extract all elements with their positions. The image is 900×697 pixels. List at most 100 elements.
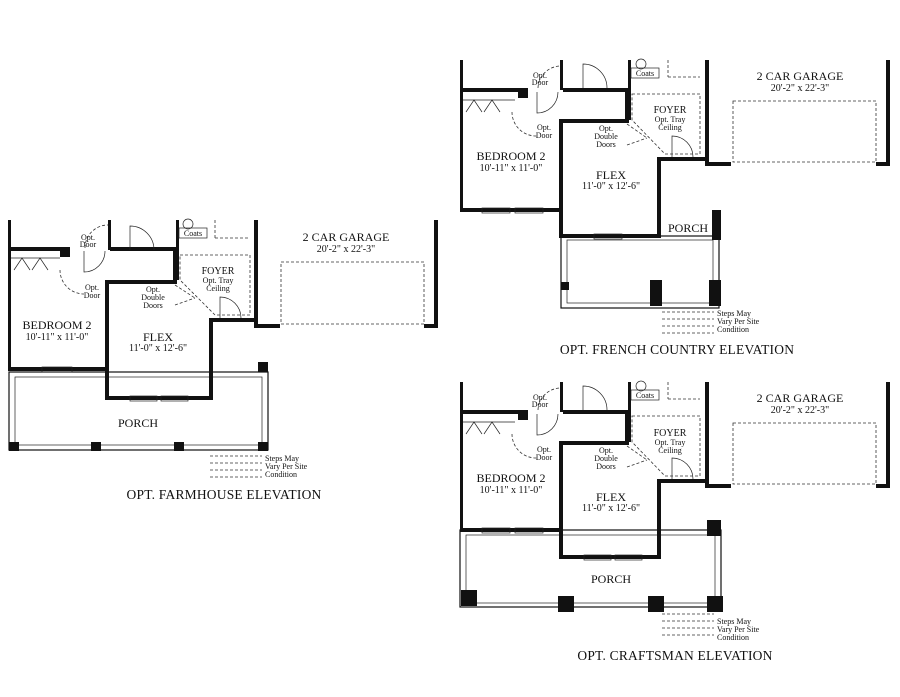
window — [593, 233, 623, 240]
flex-label: FLEX — [143, 330, 173, 344]
door-swing — [537, 387, 561, 411]
porch-steps — [662, 311, 714, 334]
door-swing — [536, 413, 559, 436]
bedroom-label: BEDROOM 2 — [476, 471, 545, 485]
flex-label: FLEX — [596, 490, 626, 504]
steps-note: Steps May — [265, 454, 299, 463]
flex-dimension: 11'-0" x 12'-6" — [582, 503, 640, 514]
porch-steps — [210, 455, 262, 478]
bedroom-dimension: 10'-11" x 11'-0" — [480, 163, 543, 174]
opt-door-note: Door — [80, 240, 97, 249]
porch-post — [707, 596, 723, 612]
closet-door-swing — [13, 257, 49, 271]
wall — [560, 60, 563, 90]
wall — [625, 410, 629, 444]
garage-door-outline — [732, 100, 877, 163]
wall — [705, 382, 709, 488]
garage-door-outline — [280, 261, 425, 325]
craftsman-caption: OPT. CRAFTSMAN ELEVATION — [577, 648, 772, 663]
window — [583, 554, 612, 561]
opt-door-note: Opt. — [537, 123, 551, 132]
coats-closet — [630, 389, 660, 401]
porch-post — [709, 280, 721, 306]
wall — [705, 162, 731, 166]
wall — [460, 410, 520, 414]
door-swing — [511, 111, 538, 137]
garage-label: 2 CAR GARAGE — [757, 69, 844, 83]
wall — [254, 324, 280, 328]
porch-post — [9, 442, 19, 451]
window — [129, 395, 158, 402]
porch-post — [174, 442, 184, 451]
window — [481, 527, 511, 534]
door-swing — [537, 65, 561, 89]
door-swing — [84, 224, 109, 249]
wall — [60, 247, 70, 257]
toilet-icon — [635, 380, 647, 392]
wall — [460, 528, 562, 532]
foyer-label: FOYER — [202, 266, 235, 277]
porch-outline — [8, 371, 269, 451]
wall — [657, 479, 707, 483]
porch-steps — [662, 613, 714, 636]
wall — [8, 247, 68, 251]
bedroom-dimension: 10'-11" x 11'-0" — [26, 332, 89, 343]
farmhouse-plan: 2 CAR GARAGE 20'-2" x 22'-3" BEDROOM 2 1… — [8, 218, 438, 502]
porch-post — [258, 442, 268, 451]
wall — [705, 484, 731, 488]
steps-note: Vary Per Site — [717, 625, 760, 634]
wall — [559, 119, 629, 123]
wall — [209, 318, 213, 400]
door-swing — [671, 457, 694, 480]
door-swing — [582, 63, 608, 89]
bedroom-label: BEDROOM 2 — [22, 318, 91, 332]
porch-outline — [459, 529, 722, 608]
door-swing — [219, 296, 242, 319]
garage-dimension: 20'-2" x 22'-3" — [771, 405, 829, 416]
wall — [460, 382, 463, 532]
double-doors-note: Doors — [596, 462, 616, 471]
french-country-plan: 2 CAR GARAGE 20'-2" x 22'-3" BEDROOM 2 1… — [460, 58, 890, 357]
double-doors-note: Double — [594, 454, 618, 463]
wall — [886, 382, 890, 488]
porch-post — [461, 590, 477, 606]
flex-label: FLEX — [596, 168, 626, 182]
coats-label: Coats — [636, 391, 654, 400]
porch-post — [650, 280, 662, 306]
steps-note: Vary Per Site — [265, 462, 308, 471]
opt-door-note: Door — [536, 453, 553, 462]
double-doors-note: Doors — [143, 301, 163, 310]
wall — [559, 441, 629, 445]
window — [481, 207, 511, 214]
wall — [657, 479, 661, 559]
porch-post — [648, 596, 664, 612]
porch-inner-outline — [465, 534, 716, 604]
porch-post — [91, 442, 101, 451]
double-doors-note: Opt. — [599, 446, 613, 455]
wall — [460, 208, 562, 212]
foyer-note: Opt. Tray — [655, 115, 686, 124]
door-swing — [582, 385, 608, 411]
wall — [628, 382, 631, 442]
window — [614, 554, 643, 561]
wall — [876, 162, 890, 166]
wall — [559, 443, 563, 559]
craftsman-plan: 2 CAR GARAGE 20'-2" x 22'-3" BEDROOM 2 1… — [459, 380, 890, 663]
wall — [625, 88, 629, 122]
door-swing — [83, 250, 106, 273]
double-door-swing — [626, 445, 648, 468]
foyer-tray-outline — [179, 254, 251, 316]
porch-post — [707, 520, 721, 536]
porch-inner-outline — [14, 376, 263, 446]
garage-label: 2 CAR GARAGE — [757, 391, 844, 405]
garage-dimension: 20'-2" x 22'-3" — [771, 83, 829, 94]
wall — [8, 367, 108, 371]
porch-outline — [560, 235, 720, 309]
coats-closet — [630, 67, 660, 79]
foyer-label: FOYER — [654, 428, 687, 439]
wall — [560, 382, 563, 412]
window — [41, 366, 73, 373]
window — [514, 207, 544, 214]
porch-post — [258, 362, 268, 372]
steps-note: Vary Per Site — [717, 317, 760, 326]
